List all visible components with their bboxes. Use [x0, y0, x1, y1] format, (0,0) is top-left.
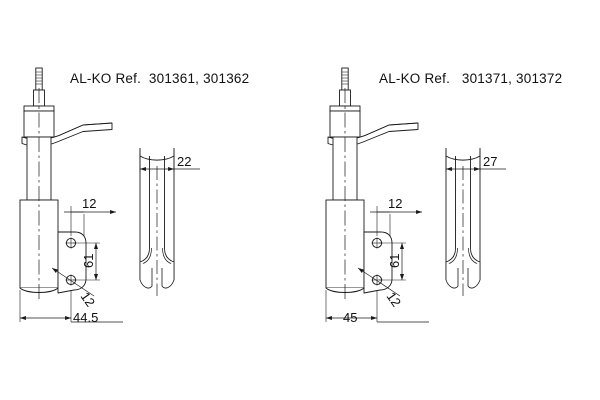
dimension-value-section-width-right: 27: [483, 154, 497, 169]
dimension-overall-width-right: 45: [325, 290, 429, 325]
ref-label-right: AL-KO Ref. 301371, 301372: [379, 71, 563, 86]
dimension-value-overall-width-right: 45: [343, 310, 357, 325]
dimension-hole-spacing-right: 61: [379, 242, 406, 281]
dimension-value-overall-width-left: 44.5: [73, 310, 98, 325]
dimension-value-bracket-offset-left: 12: [82, 196, 96, 211]
dimension-bracket-offset-left: 12: [64, 196, 117, 236]
dimension-value-hole-diameter-left: 12: [78, 289, 99, 309]
dimension-hole-diameter-left: 12: [51, 267, 99, 310]
dimension-value-bracket-offset-right: 12: [388, 196, 402, 211]
channel-section-right: [445, 147, 481, 297]
assembly-left: 12 61 12 44.5: [19, 67, 200, 325]
dimension-section-width-right: 27: [445, 150, 506, 172]
ref-label-left: AL-KO Ref. 301361, 301362: [70, 71, 250, 86]
assembly-right: 12 61 12 45: [325, 67, 506, 325]
dimension-hole-diameter-right: 12: [357, 267, 405, 310]
dimension-hole-spacing-left: 61: [73, 242, 100, 281]
dimension-value-hole-diameter-right: 12: [384, 289, 405, 309]
dimension-bracket-offset-right: 12: [370, 196, 423, 236]
dimension-value-hole-spacing-left: 61: [81, 254, 96, 268]
dimension-value-section-width-left: 22: [177, 154, 191, 169]
dimension-section-width-left: 22: [139, 150, 200, 172]
dimension-value-hole-spacing-right: 61: [387, 254, 402, 268]
channel-section-left: [139, 147, 175, 297]
dimension-overall-width-left: 44.5: [19, 290, 123, 325]
